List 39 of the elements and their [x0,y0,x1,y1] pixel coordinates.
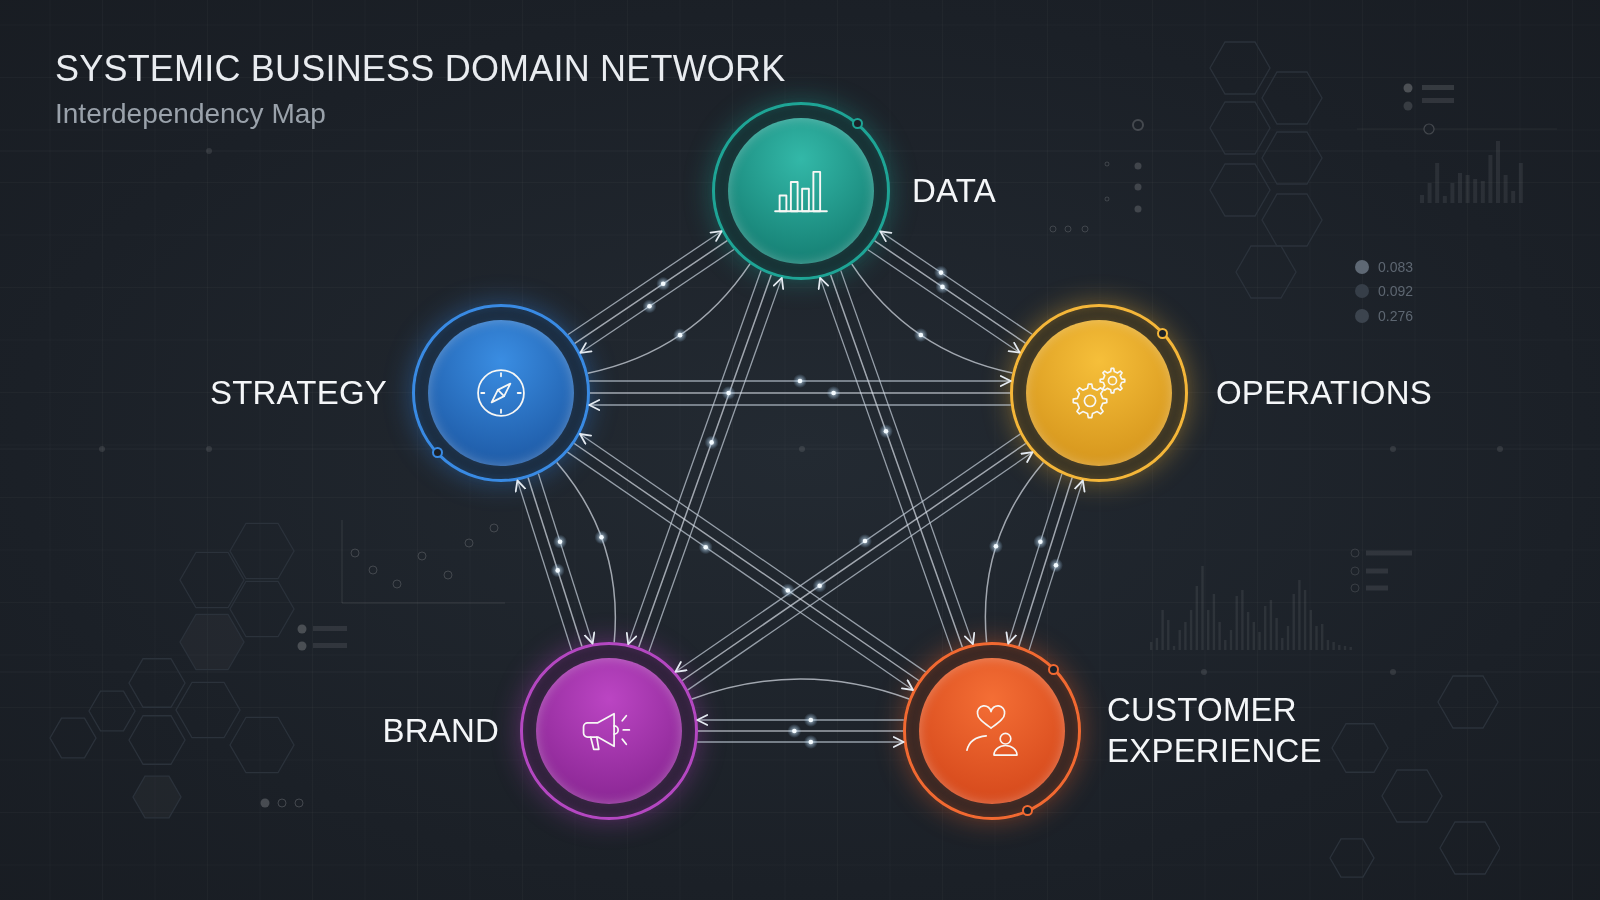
metric-value: 0.092 [1378,282,1414,300]
domain-label: DATA [912,170,996,211]
curved-connector [851,263,1014,374]
arrow [567,230,723,336]
arrow [514,479,573,651]
metric-value: 0.276 [1378,307,1414,325]
arrow [537,473,596,645]
connector-line [829,274,964,648]
diagram-subtitle: Interdependency Map [55,97,326,131]
arrow [588,375,1012,387]
metric-value: 0.083 [1378,258,1414,276]
domain-label: OPERATIONS [1216,372,1432,413]
arrow [867,249,1021,354]
domain-label: BRAND [382,710,499,751]
domain-label: CUSTOMER EXPERIENCE [1107,690,1323,771]
arrow [879,230,1033,335]
arrow [625,269,762,645]
curved-connector [556,461,616,643]
connector-line [1018,477,1073,647]
arrow [817,277,953,653]
arrow [696,736,905,748]
arrow [1005,473,1063,645]
connector-line [697,730,904,732]
curved-connector [984,461,1045,643]
connector-line [527,477,583,647]
connector-line [574,239,728,345]
curved-connector [691,678,910,700]
domain-label: STRATEGY [210,372,387,413]
arrow [696,714,905,726]
connector-line [589,392,1011,394]
arrow [840,269,976,645]
connector-line [873,240,1027,344]
arrow [588,399,1012,411]
curved-connector [587,263,751,374]
diagram-title: SYSTEMIC BUSINESS DOMAIN NETWORK [55,47,786,91]
connector-line [638,274,772,648]
arrow [579,248,735,354]
arrow [648,277,785,653]
arrow [1028,479,1086,651]
